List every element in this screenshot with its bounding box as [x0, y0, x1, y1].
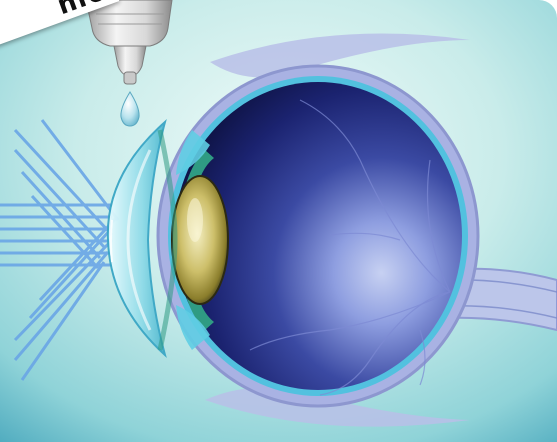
lens — [172, 176, 228, 304]
